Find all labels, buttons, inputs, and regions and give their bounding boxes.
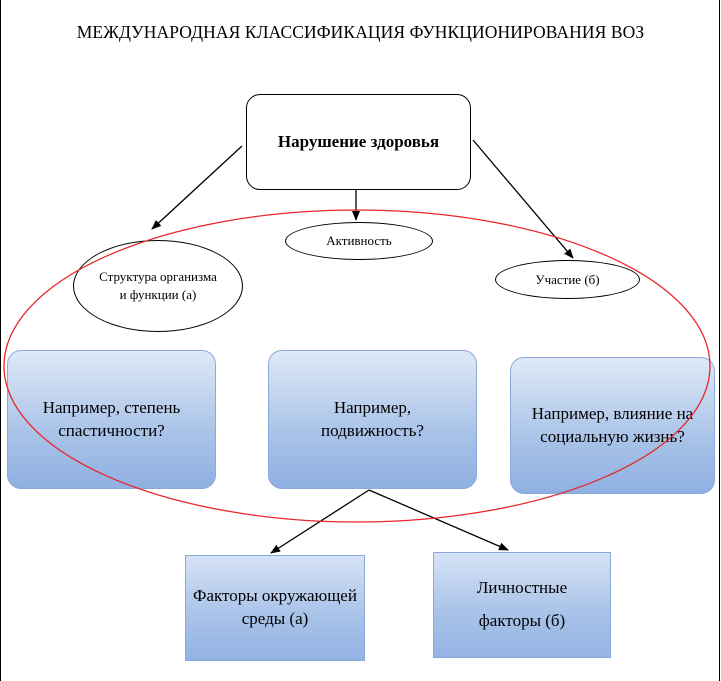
activity-node: Активность bbox=[285, 222, 433, 260]
arrow-to-personal bbox=[368, 489, 509, 551]
arrow-to-environmental bbox=[270, 489, 370, 554]
example-spasticity-box: Например, степень спастичности? bbox=[7, 350, 216, 489]
arrow-to-structure bbox=[151, 145, 243, 230]
personal-factors-line2: факторы (б) bbox=[478, 611, 566, 630]
personal-factors-box: Личностные факторы (б) bbox=[433, 552, 611, 658]
arrow-to-participation bbox=[472, 139, 574, 259]
environmental-factors-box: Факторы окружающей среды (а) bbox=[185, 555, 365, 661]
structure-function-node: Структура организма и функции (а) bbox=[73, 240, 243, 332]
right-border bbox=[719, 0, 720, 681]
health-disorder-node: Нарушение здоровья bbox=[246, 94, 471, 190]
diagram-title: МЕЖДУНАРОДНАЯ КЛАССИФИКАЦИЯ ФУНКЦИОНИРОВ… bbox=[76, 22, 645, 42]
participation-node: Участие (б) bbox=[495, 260, 640, 299]
personal-factors-line1: Личностные bbox=[476, 578, 568, 598]
example-mobility-box: Например, подвижность? bbox=[268, 350, 477, 489]
example-social-life-box: Например, влияние на социальную жизнь? bbox=[510, 357, 715, 494]
left-border bbox=[0, 0, 1, 681]
